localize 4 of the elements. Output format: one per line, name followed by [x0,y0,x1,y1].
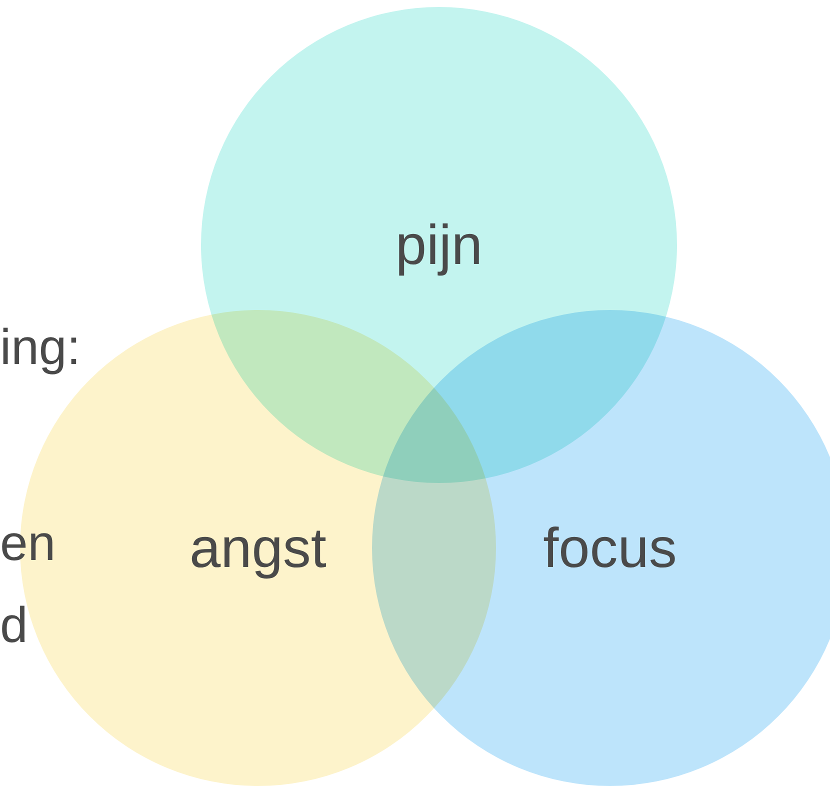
text-fragment: ing: [0,322,81,372]
text-fragment: d [0,600,28,650]
text-fragment: en [0,518,56,568]
circle-label: focus [543,520,677,576]
